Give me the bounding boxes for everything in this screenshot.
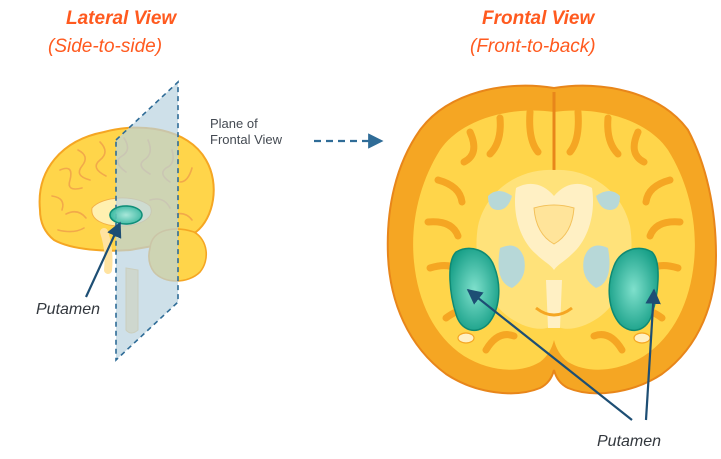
lateral-putamen	[110, 206, 142, 224]
frontal-brain	[388, 86, 716, 394]
frontal-putamen-right	[609, 248, 658, 330]
frontal-putamen-left	[450, 248, 499, 330]
